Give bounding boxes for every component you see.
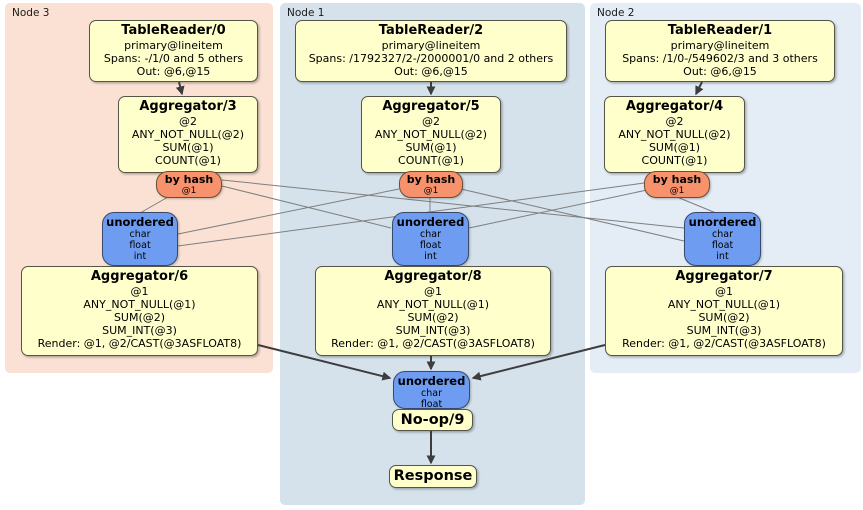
response-box: Response — [389, 465, 477, 488]
box-line: primary@lineitem — [670, 39, 770, 52]
box-line: SUM(@1) — [648, 141, 701, 154]
region-label: Node 2 — [597, 7, 635, 19]
box-line: @2 — [665, 115, 684, 128]
box-line: ANY_NOT_NULL(@1) — [667, 298, 781, 311]
box-title: Aggregator/3 — [139, 99, 237, 114]
aggregator-5-box: Aggregator/5 @2 ANY_NOT_NULL(@2) SUM(@1)… — [361, 96, 501, 173]
box-line: @2 — [179, 115, 197, 128]
box-line: SUM(@1) — [162, 141, 214, 154]
sync-type: float — [420, 399, 443, 410]
region-label: Node 1 — [287, 7, 325, 19]
box-line: @1 — [130, 285, 149, 298]
box-line: SUM(@2) — [407, 311, 459, 324]
sync-type: float — [711, 240, 734, 251]
box-line: SUM_INT(@3) — [686, 324, 762, 337]
aggregator-3-box: Aggregator/3 @2 ANY_NOT_NULL(@2) SUM(@1)… — [118, 96, 258, 173]
sync-type: float — [419, 240, 442, 251]
box-line: @1 — [715, 285, 733, 298]
box-line: Out: @6,@15 — [683, 65, 757, 78]
unordered-sync-final: unordered char float — [393, 371, 470, 410]
sync-label: unordered — [396, 215, 465, 229]
box-line: COUNT(@1) — [398, 154, 464, 167]
box-title: Aggregator/6 — [90, 269, 189, 284]
box-line: SUM_INT(@3) — [102, 324, 177, 337]
box-title: TableReader/2 — [378, 23, 484, 38]
sync-type: char — [421, 388, 442, 399]
box-title: Response — [393, 468, 473, 484]
box-line: SUM(@2) — [113, 311, 166, 324]
box-line: COUNT(@1) — [155, 154, 221, 167]
box-line: SUM_INT(@3) — [395, 324, 471, 337]
unordered-sync-node2: unordered char float int — [684, 212, 761, 266]
router-column: @1 — [669, 186, 685, 196]
box-line: primary@lineitem — [381, 39, 481, 52]
box-line: Render: @1, @2/CAST(@3ASFLOAT8) — [331, 337, 535, 350]
box-line: Out: @6,@15 — [136, 65, 211, 78]
box-title: Aggregator/7 — [675, 269, 773, 284]
router-column: @1 — [423, 186, 439, 196]
box-title: Aggregator/4 — [625, 99, 724, 114]
sync-type: int — [716, 251, 729, 262]
box-line: Render: @1, @2/CAST(@3ASFLOAT8) — [622, 337, 826, 350]
aggregator-4-box: Aggregator/4 @2 ANY_NOT_NULL(@2) SUM(@1)… — [604, 96, 745, 173]
sync-label: unordered — [397, 374, 466, 388]
box-line: ANY_NOT_NULL(@2) — [374, 128, 488, 141]
hash-router-node2: by hash @1 — [644, 171, 710, 198]
box-line: ANY_NOT_NULL(@1) — [376, 298, 490, 311]
box-title: TableReader/0 — [121, 23, 226, 38]
router-label: by hash — [406, 173, 456, 186]
sync-type: int — [133, 251, 147, 262]
box-line: @2 — [422, 115, 440, 128]
box-line: SUM(@2) — [698, 311, 750, 324]
tablereader-2-box: TableReader/2 primary@lineitem Spans: /1… — [295, 20, 567, 82]
box-line: Out: @6,@15 — [394, 65, 468, 78]
region-label: Node 3 — [12, 7, 50, 19]
router-label: by hash — [652, 173, 702, 186]
router-column: @1 — [181, 186, 197, 196]
box-title: Aggregator/8 — [384, 269, 482, 284]
box-line: Spans: -/1/0 and 5 others — [103, 52, 244, 65]
sync-type: int — [424, 251, 437, 262]
box-line: @1 — [424, 285, 442, 298]
box-line: Spans: /1/0-/549602/3 and 3 others — [622, 52, 818, 65]
box-line: Spans: /1792327/2-/2000001/0 and 2 other… — [308, 52, 554, 65]
hash-router-node1: by hash @1 — [399, 171, 463, 198]
box-line: ANY_NOT_NULL(@2) — [618, 128, 731, 141]
aggregator-8-box: Aggregator/8 @1 ANY_NOT_NULL(@1) SUM(@2)… — [315, 266, 551, 356]
unordered-sync-node1: unordered char float int — [392, 212, 469, 266]
box-title: Aggregator/5 — [382, 99, 480, 114]
sync-type: char — [129, 229, 151, 240]
sync-label: unordered — [688, 215, 757, 229]
tablereader-0-box: TableReader/0 primary@lineitem Spans: -/… — [89, 20, 258, 82]
box-line: ANY_NOT_NULL(@1) — [83, 298, 196, 311]
router-label: by hash — [164, 173, 214, 186]
noop-9-box: No-op/9 — [392, 409, 473, 431]
box-line: Render: @1, @2/CAST(@3ASFLOAT8) — [37, 337, 242, 350]
sync-type: char — [420, 229, 441, 240]
sync-type: float — [129, 240, 151, 251]
aggregator-6-box: Aggregator/6 @1 ANY_NOT_NULL(@1) SUM(@2)… — [21, 266, 258, 356]
unordered-sync-node3: unordered char float int — [102, 212, 178, 266]
sync-label: unordered — [106, 215, 174, 229]
box-line: ANY_NOT_NULL(@2) — [131, 128, 245, 141]
hash-router-node3: by hash @1 — [156, 171, 222, 198]
tablereader-1-box: TableReader/1 primary@lineitem Spans: /1… — [605, 20, 835, 82]
box-title: No-op/9 — [400, 412, 465, 428]
aggregator-7-box: Aggregator/7 @1 ANY_NOT_NULL(@1) SUM(@2)… — [605, 266, 843, 356]
box-line: SUM(@1) — [405, 141, 457, 154]
sync-type: char — [712, 229, 733, 240]
box-title: TableReader/1 — [667, 23, 773, 38]
box-line: primary@lineitem — [124, 39, 223, 52]
box-line: COUNT(@1) — [641, 154, 708, 167]
